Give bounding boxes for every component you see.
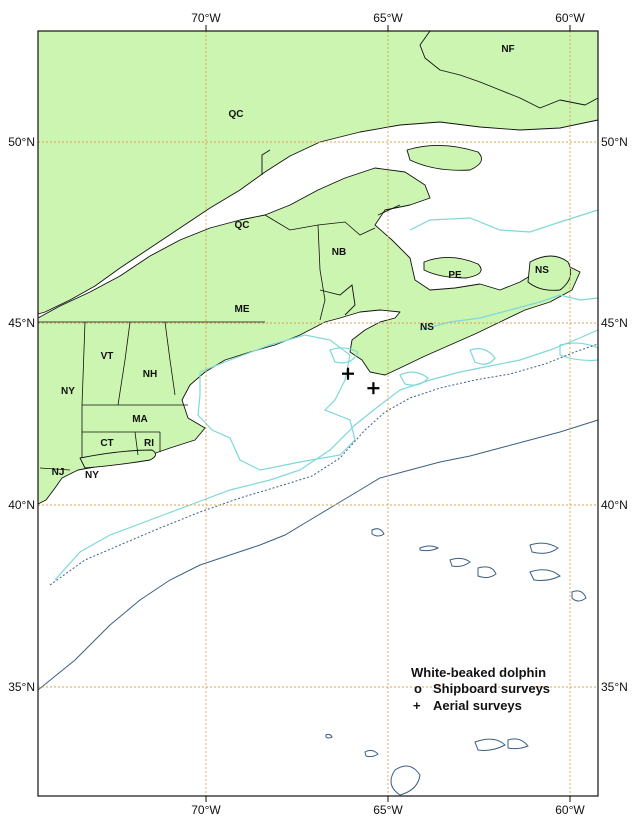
contour-georges-bank <box>197 334 356 471</box>
border-vt-nh <box>117 321 131 406</box>
lon-label-bottom: 65°W <box>373 803 403 817</box>
lon-label-bottom: 60°W <box>555 803 585 817</box>
region-label: NF <box>501 44 514 55</box>
seamount-11 <box>390 765 421 796</box>
land-quebec-north <box>37 30 599 315</box>
region-label: NB <box>332 247 346 258</box>
lat-label-left: 45°N <box>8 316 35 330</box>
aerial-sighting-marker <box>367 382 380 395</box>
contour-dotted <box>49 343 599 586</box>
border-me-nh <box>164 321 176 396</box>
land-masses <box>37 30 599 505</box>
lat-label-left: 50°N <box>8 135 35 149</box>
region-label: RI <box>144 438 154 449</box>
seamount-3 <box>477 566 497 579</box>
lat-label-left: 40°N <box>8 498 35 512</box>
seamount-2 <box>449 557 471 567</box>
land-newfoundland <box>419 30 599 109</box>
seamount-1 <box>419 545 440 552</box>
border-qc-nb <box>264 214 376 236</box>
axis-ticks <box>205 25 571 802</box>
land-mainland-south <box>37 167 581 505</box>
land-long-island <box>79 449 156 469</box>
lon-label-top: 65°W <box>373 11 403 25</box>
longitude-labels-bottom: 70°W 65°W 60°W <box>191 803 585 817</box>
contour-deep-slope <box>37 419 599 691</box>
latitude-labels-right: 50°N 45°N 40°N 35°N <box>601 135 628 694</box>
rivers <box>261 149 401 316</box>
contour-scotian-shelf <box>419 294 599 331</box>
river-st-john <box>319 284 356 316</box>
border-me-nb <box>317 224 326 321</box>
region-labels: QC NF QC NB PE NS ME NS VT NH NY MA CT R… <box>52 44 550 481</box>
lon-label-top: 70°W <box>191 11 221 25</box>
aerial-sighting-marker <box>342 367 354 380</box>
region-label: CT <box>100 438 113 449</box>
legend-label-aerial: Aerial surveys <box>433 698 522 713</box>
region-label: NS <box>420 322 434 333</box>
seamount-4 <box>529 542 559 554</box>
region-label: QC <box>229 109 244 120</box>
contour-bank-1 <box>469 348 496 365</box>
seamount-7 <box>474 738 506 751</box>
lat-label-right: 45°N <box>601 316 628 330</box>
region-label: QC <box>235 220 250 231</box>
contour-bank-3 <box>329 347 359 364</box>
latitude-labels-left: 50°N 45°N 40°N 35°N <box>8 135 35 694</box>
map-frame-border <box>37 30 599 797</box>
map-legend: White-beaked dolphin o Shipboard surveys… <box>411 665 550 713</box>
land-cape-breton <box>527 255 572 291</box>
lat-label-left: 35°N <box>8 680 35 694</box>
seamount-12 <box>325 733 333 739</box>
region-label: NY <box>61 386 75 397</box>
legend-symbol-aerial: + <box>413 698 421 713</box>
region-label: ME <box>235 304 250 315</box>
lat-label-right: 35°N <box>601 680 628 694</box>
state-borders <box>38 214 376 471</box>
region-label: NH <box>143 369 157 380</box>
shelf-contours <box>54 209 599 581</box>
seamount-5 <box>529 569 561 581</box>
lat-label-right: 40°N <box>601 498 628 512</box>
seamount-8 <box>507 738 529 750</box>
land-prince-edward-island <box>423 257 482 279</box>
region-label: VT <box>101 351 114 362</box>
legend-symbol-shipboard: o <box>414 681 422 696</box>
sighting-markers <box>342 367 380 395</box>
river-miramichi <box>377 204 401 216</box>
graticule <box>38 31 598 796</box>
contour-shelf-edge <box>54 329 599 581</box>
legend-label-shipboard: Shipboard surveys <box>433 681 550 696</box>
border-ny-vt <box>81 321 86 406</box>
river-saguenay <box>261 149 271 175</box>
contour-gulf <box>409 209 599 233</box>
region-label: NY <box>85 470 99 481</box>
deep-contours <box>37 419 599 796</box>
region-label: NS <box>535 265 549 276</box>
region-label: PE <box>448 270 462 281</box>
seamount-6 <box>571 590 587 602</box>
lon-label-bottom: 70°W <box>191 803 221 817</box>
contour-bank-2 <box>399 371 429 386</box>
longitude-labels-top: 70°W 65°W 60°W <box>191 11 585 25</box>
legend-title: White-beaked dolphin <box>411 665 546 680</box>
lat-label-right: 50°N <box>601 135 628 149</box>
seamount-10 <box>371 528 385 537</box>
region-label: MA <box>132 414 148 425</box>
region-label: NJ <box>52 467 65 478</box>
seamount-9 <box>364 749 379 758</box>
border-ny-nj <box>39 467 71 471</box>
lon-label-top: 60°W <box>555 11 585 25</box>
border-ct-ri <box>134 431 139 456</box>
land-anticosti-island <box>406 145 483 171</box>
